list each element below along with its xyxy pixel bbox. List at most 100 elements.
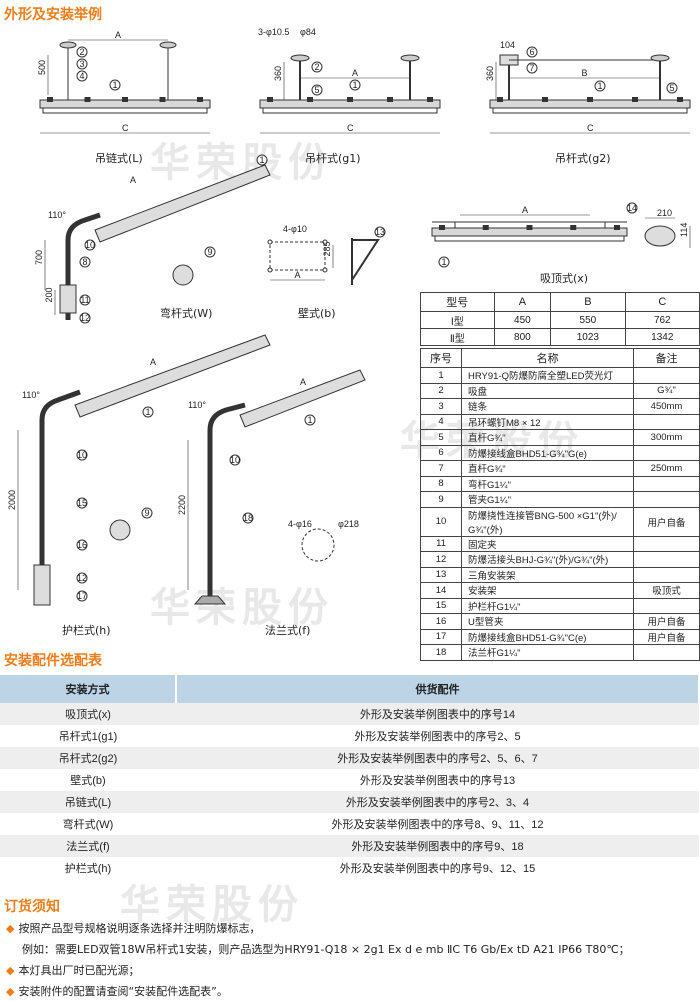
dimension-label: 210 [657,208,672,218]
lamp-diffuser [434,235,625,242]
part-name: 吸盘 [461,382,634,399]
install-method: 吸顶式(x) [0,703,176,725]
dimension-label: C [347,123,354,133]
install-method: 吊链式(L) [0,791,176,813]
lamp-clip [570,225,577,230]
dimension-label: 110° [22,390,40,400]
part-note [633,535,700,552]
part-name: 安装架 [461,582,634,599]
accessory-row: 法兰式(f)外形及安装举例图表中的序号9、18 [0,835,699,857]
callout-number: 5 [314,85,319,95]
lamp-clip [267,97,273,102]
note-1: ◆按照产品型号规格说明逐条选择并注明防爆标志， [6,922,261,935]
part-name: 固定夹 [461,535,634,552]
part-name: 防爆接线盒BHD51-G¾"G(e) [461,444,634,461]
bolt-hole [267,239,273,245]
part-no: 14 [420,582,462,599]
pipe-clamp [172,264,194,286]
lamp-clip [84,97,91,102]
dimension-label: 4-φ10 [283,224,307,234]
flange-pole [207,402,246,598]
callout-circle [109,79,121,91]
lamp-clip [159,97,166,102]
dimension-label: C [587,123,594,133]
callout-number: 17 [77,591,87,601]
callout-number: 12 [77,573,87,583]
dimension-label: A [115,30,121,40]
pipe-clip [59,284,77,314]
callout-circle [79,256,91,268]
part-no: 17 [420,628,462,645]
ceiling-mount [400,54,420,62]
callout-number: 12 [80,313,90,323]
ceiling-mount [290,54,310,62]
lamp-diffuser [492,107,688,114]
section-title-accessory: 安装配件选配表 [4,653,102,669]
callout-circle [76,449,88,461]
supplied-parts: 外形及安装举例图表中的序号8、9、11、12 [176,813,699,835]
install-method: 法兰式(f) [0,835,176,857]
lamp-clip [347,97,353,102]
part-no: 6 [420,444,462,461]
callout-circle [242,512,254,524]
accessory-row: 弯杆式(W)外形及安装举例图表中的序号8、9、11、12 [0,813,699,835]
part-note: 吸顶式 [633,582,700,599]
callout-number: 18 [243,513,253,523]
dimension-label: φ218 [338,519,359,529]
watermark: 华荣股份 [150,585,334,631]
part-no: 13 [420,566,462,583]
callout-number: 2 [79,47,84,57]
dimension-label: 4-φ16 [288,519,312,529]
dimension-label: 2200 [177,495,187,515]
lamp-clip [482,225,489,230]
bent-pole [65,212,101,320]
dimension-label: A [300,377,306,387]
part-note [633,475,700,492]
part-no: 16 [420,613,462,630]
lamp-clip [587,97,593,102]
part-note [633,444,700,461]
part-no: 3 [420,398,462,415]
part-note: G¾" [633,382,700,399]
callout-number: 1 [145,407,150,417]
flange-pattern [301,528,335,562]
callout-circle [256,154,268,166]
callout-number: 16 [77,540,87,550]
junction-box [33,564,51,606]
callout-circle [526,46,538,58]
callout-number: 1 [441,257,446,267]
install-method: 吊杆式1(g1) [0,725,176,747]
dimension-label: 360 [273,66,283,81]
part-name: 管夹G1¼" [461,491,634,508]
dimension-label: 3-φ10.5 [258,27,289,37]
dimension-label: B [582,68,588,78]
dimension-label: 110° [48,210,66,220]
lamp-diffuser [42,107,208,114]
part-no: 9 [420,491,462,508]
callout-circle [304,414,316,426]
callout-circle [374,226,386,238]
supplied-parts: 外形及安装举例图表中的序号13 [176,769,699,791]
lamp-clip [47,97,53,102]
lamp-clip [677,97,683,102]
part-name: 防爆挠性连接管BNG-500 ×G1"(外)/ G¾"(外) [461,506,634,537]
callout-circle [84,239,96,251]
part-name: U型管夹 [461,613,634,630]
part-name: 三角安装架 [461,566,634,583]
part-name: 护栏杆G1¼" [461,597,634,614]
callout-circle [142,406,154,418]
callout-number: 1 [112,80,117,90]
lamp-body [94,164,271,243]
lamp-clip [497,97,503,102]
part-no: 4 [420,413,462,430]
callout-circle [76,572,88,584]
part-no: 15 [420,597,462,614]
lamp-clip [427,97,433,102]
callout-circle [229,454,241,466]
